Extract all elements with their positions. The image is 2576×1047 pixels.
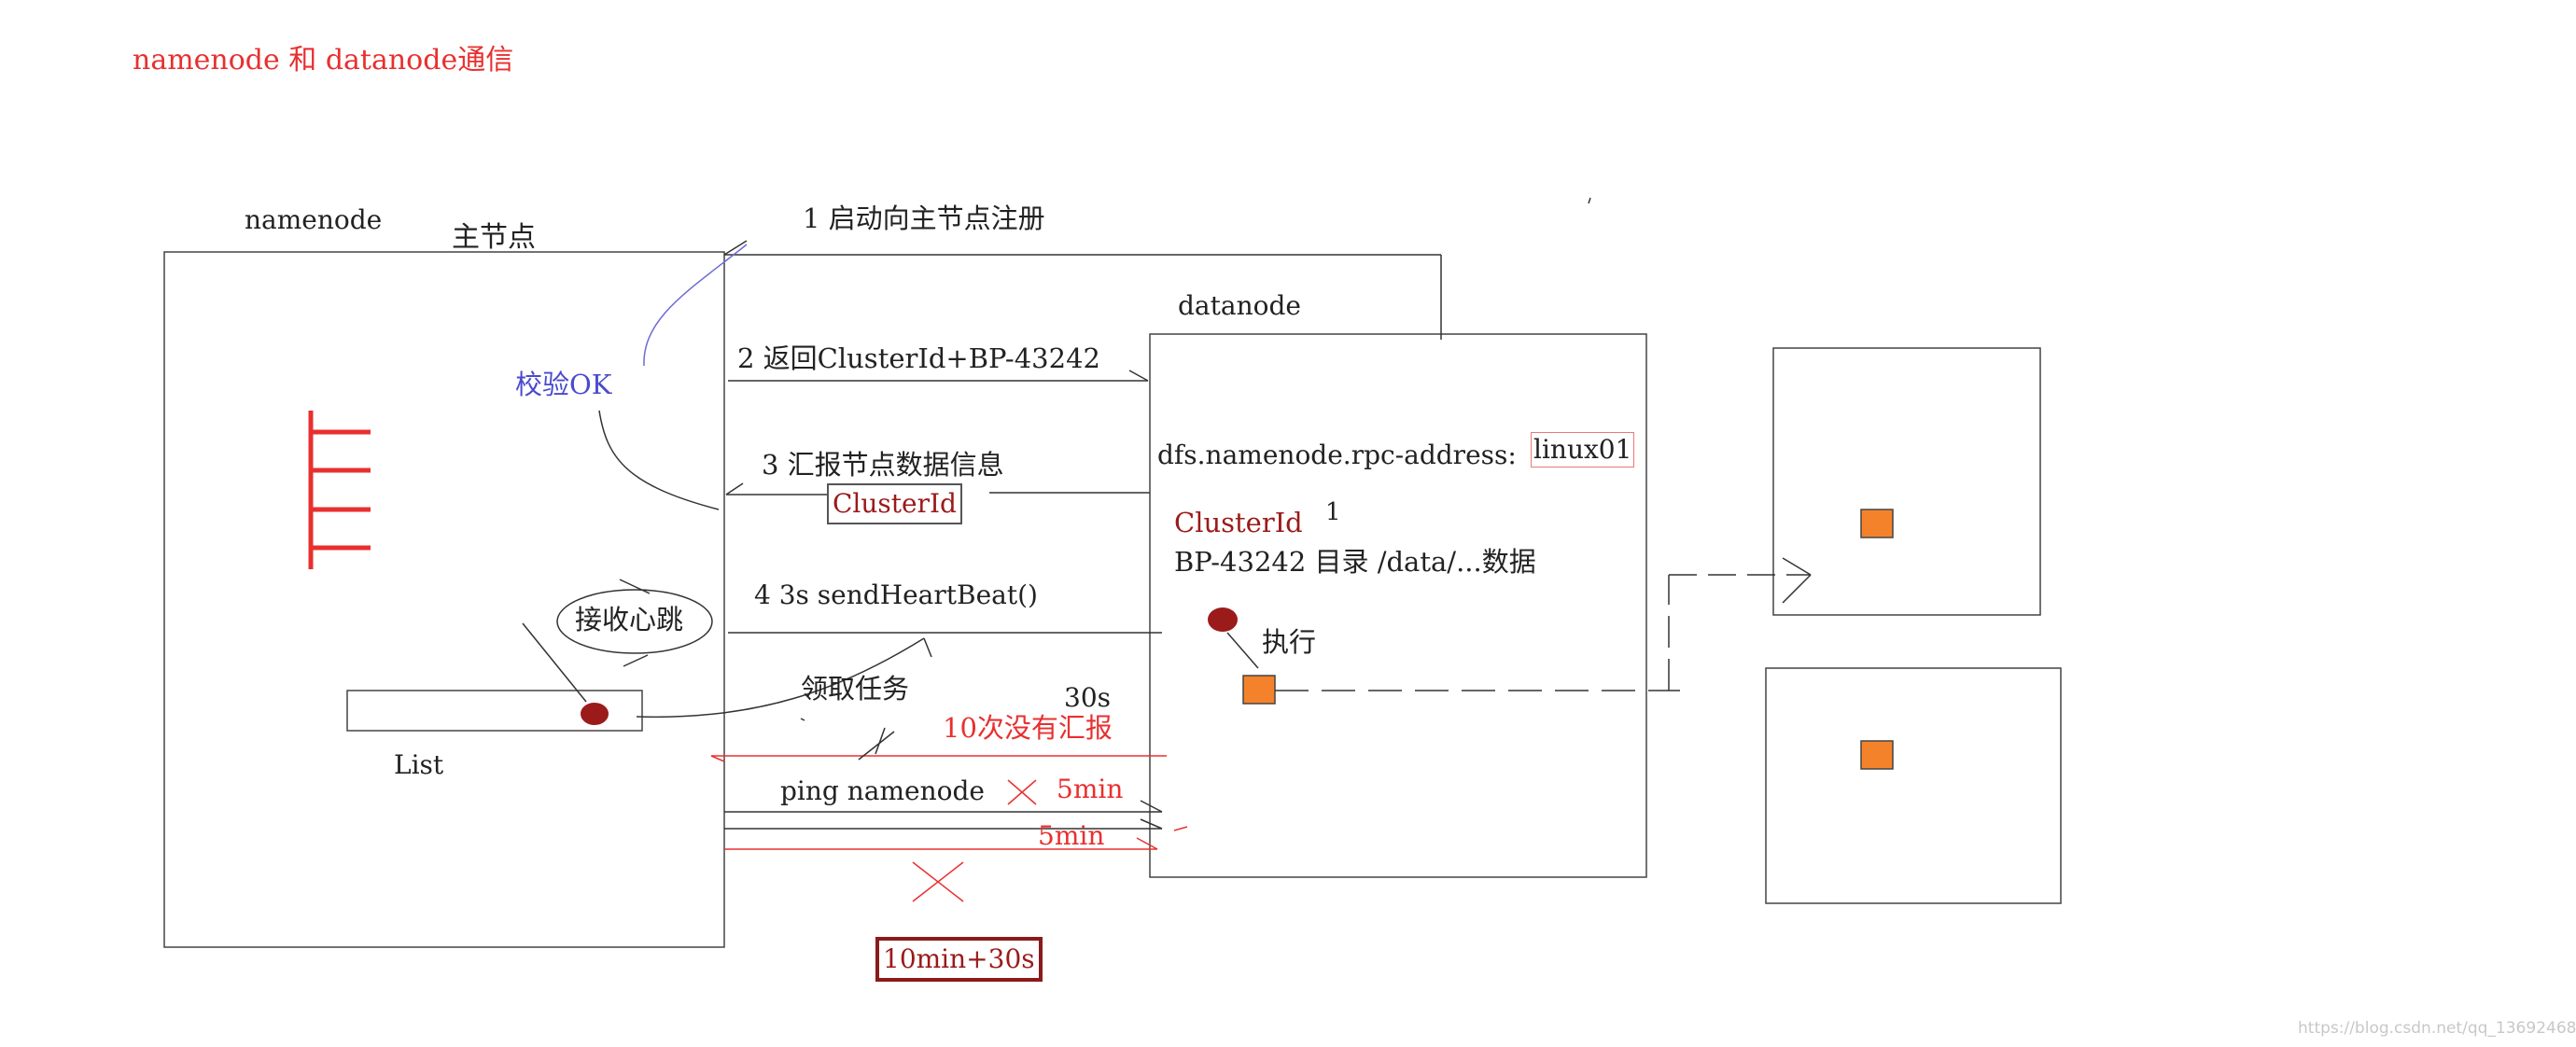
step-return-id-label: 2 返回ClusterId+BP-43242 — [737, 342, 1100, 374]
get-task-arrowhead — [923, 637, 932, 658]
step-report-label: 3 汇报节点数据信息 — [762, 449, 1004, 481]
execute-block — [1242, 675, 1276, 705]
list-label: List — [394, 749, 444, 780]
cluster-id-inner: ClusterId — [1174, 507, 1303, 538]
namenode-label: namenode — [245, 204, 383, 235]
datanode-box-2 — [1772, 347, 2041, 616]
receive-heartbeat-label: 接收心跳 — [575, 604, 684, 635]
config-key: dfs.namenode.rpc-address: — [1157, 440, 1517, 470]
ping-label: ping namenode — [780, 775, 985, 806]
dot-pointer — [522, 622, 587, 703]
no-report-label: 10次没有汇报 — [943, 712, 1113, 744]
replica-block-2 — [1860, 740, 1894, 770]
get-task-tick-2 — [800, 718, 805, 721]
step-heartbeat-label: 4 3s sendHeartBeat() — [754, 579, 1038, 610]
verify-ok-label: 校验OK — [515, 369, 612, 400]
return-id-arrow — [728, 370, 1149, 382]
timeout-cross-2 — [912, 861, 964, 902]
bp-line: BP-43242 目录 /data/...数据 — [1174, 546, 1536, 578]
receive-heartbeat-ellipse — [556, 589, 713, 654]
step-register-label: 1 启动向主节点注册 — [803, 202, 1045, 234]
stray-mark — [1588, 197, 1591, 204]
ellipse-tick-bottom — [623, 654, 649, 667]
task-dot-datanode — [1208, 607, 1238, 632]
list-bar — [346, 690, 643, 732]
execute-pointer — [1226, 632, 1259, 669]
second-ping-arrowhead — [1140, 818, 1163, 830]
datanode-box-3 — [1765, 667, 2062, 904]
replica-block-1 — [1860, 509, 1894, 538]
datanode-box — [1149, 333, 1647, 878]
execute-label: 执行 — [1262, 626, 1317, 658]
cluster-id-box: ClusterId — [827, 483, 962, 524]
ellipse-tick-top — [619, 579, 651, 594]
ping-cross-2 — [1007, 779, 1037, 805]
verify-link — [643, 244, 748, 367]
thirty-seconds-label: 30s — [1064, 682, 1111, 713]
dispatch-arrowhead-2 — [1782, 574, 1812, 604]
total-timeout-label: 10min+30s — [875, 937, 1043, 982]
report-info-line — [725, 482, 1150, 496]
watermark: https://blog.csdn.net/qq_13692468 — [2298, 1019, 2576, 1038]
marker-one: 1 — [1325, 498, 1341, 526]
five-min-arrowhead — [1136, 837, 1158, 850]
ping-arrowhead — [1140, 800, 1163, 813]
task-dot-list — [581, 703, 609, 725]
get-task-label: 领取任务 — [801, 673, 910, 705]
page-title: namenode 和 datanode通信 — [133, 44, 514, 77]
datanode-label: datanode — [1178, 290, 1301, 321]
config-value: linux01 — [1531, 432, 1635, 468]
rack-icon — [308, 411, 371, 569]
five-min-label-a: 5min — [1057, 774, 1124, 804]
verify-curve — [598, 410, 720, 510]
five-min-dash — [1173, 826, 1188, 831]
get-task-tick — [875, 727, 886, 755]
register-arrow — [723, 240, 1442, 340]
no-report-arrowhead — [710, 755, 725, 762]
namenode-box — [163, 251, 725, 948]
get-task-curve — [636, 637, 925, 719]
five-min-label-b: 5min — [1038, 820, 1105, 851]
dispatch-arrowhead-1 — [1782, 557, 1812, 576]
main-node-label: 主节点 — [452, 221, 536, 254]
thirty-cross-a — [858, 731, 895, 761]
